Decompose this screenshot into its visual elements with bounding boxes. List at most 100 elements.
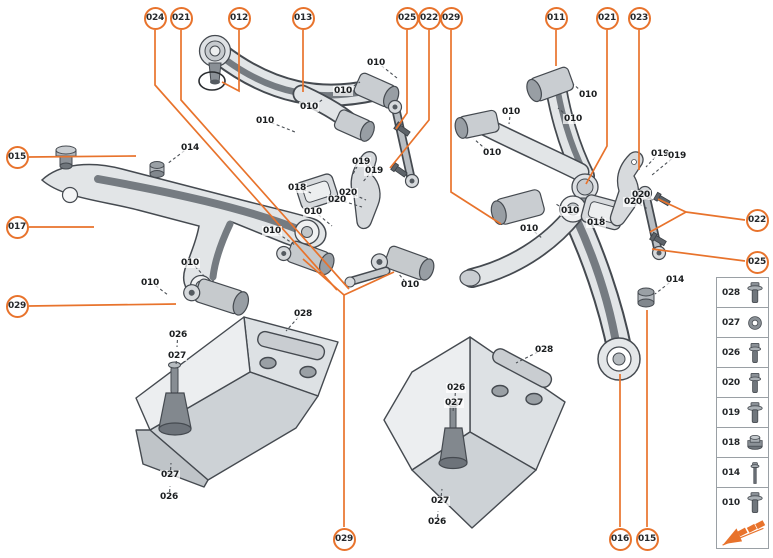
part-label: 026 <box>446 383 466 393</box>
callout-013[interactable]: 013 <box>291 6 315 30</box>
washer-icon <box>746 310 764 336</box>
leader-line <box>277 233 296 246</box>
leader-line <box>645 157 656 168</box>
callout-011[interactable]: 011 <box>544 6 568 30</box>
stabilizer-link-left <box>387 99 420 189</box>
part-label: 018 <box>586 218 606 228</box>
callout-015-left[interactable]: 015 <box>5 145 29 169</box>
callout-023[interactable]: 023 <box>627 6 651 30</box>
ball-joint-position-ring <box>198 71 226 91</box>
part-label: 010 <box>400 280 420 290</box>
part-label: 010 <box>303 207 323 217</box>
leader-line <box>395 30 408 130</box>
callout-029-left[interactable]: 029 <box>5 294 29 318</box>
callout-017[interactable]: 017 <box>5 215 29 239</box>
lower-arm-right <box>459 189 641 381</box>
callout-015-bottom[interactable]: 015 <box>635 527 659 551</box>
legend-row-026[interactable]: 026 <box>717 338 768 368</box>
callout-022-top[interactable]: 022 <box>417 6 441 30</box>
legend-row-018[interactable]: 018 <box>717 428 768 458</box>
part-label: 027 <box>160 470 180 480</box>
callout-025-top[interactable]: 025 <box>395 6 419 30</box>
leader-line <box>389 30 430 169</box>
leader-line <box>351 165 358 177</box>
part-label: 020 <box>623 197 643 207</box>
callout-024[interactable]: 024 <box>143 6 167 30</box>
leader-line <box>194 266 206 278</box>
legend-row-019[interactable]: 019 <box>717 398 768 428</box>
part-label: 010 <box>519 224 539 234</box>
link-arm-small <box>344 266 391 288</box>
part-label: 020 <box>327 195 347 205</box>
part-label: 010 <box>180 258 200 268</box>
leader-line <box>180 30 350 290</box>
callout-012[interactable]: 012 <box>227 6 251 30</box>
legend-part-number: 010 <box>722 498 740 508</box>
part-label: 020 <box>338 188 358 198</box>
bolt-icon <box>746 370 764 396</box>
legend-part-number: 026 <box>722 347 740 358</box>
leader-line <box>221 30 240 93</box>
legend-row-010[interactable]: 010 <box>717 488 768 518</box>
callout-016[interactable]: 016 <box>608 527 632 551</box>
part-label: 020 <box>631 190 651 200</box>
leader-line <box>271 122 296 133</box>
legend-row-020[interactable]: 020 <box>717 368 768 398</box>
part-label: 018 <box>287 183 307 193</box>
bushing-lower-right-front <box>490 189 545 226</box>
part-label: 010 <box>366 58 386 68</box>
bushing-upper-left-front <box>333 109 375 142</box>
leader-line <box>302 258 345 527</box>
catalog-logo <box>717 518 768 548</box>
part-label: 019 <box>650 149 670 159</box>
part-label: 010 <box>262 226 282 236</box>
bushing-lower-left-front <box>183 278 250 316</box>
flange-bolt-icon <box>746 400 764 426</box>
leader-line <box>343 271 395 296</box>
callout-021-right[interactable]: 021 <box>595 6 619 30</box>
part-label: 010 <box>299 102 319 112</box>
callout-029-bottom[interactable]: 029 <box>332 527 356 551</box>
part-label: 010 <box>563 114 583 124</box>
leader-line <box>154 30 338 291</box>
bushing-upper-right-rear <box>526 66 575 103</box>
leader-line <box>515 351 538 364</box>
part-label: 027 <box>444 398 464 408</box>
part-label: 010 <box>501 107 521 117</box>
part-label: 019 <box>364 166 384 176</box>
leader-line <box>28 155 137 158</box>
part-label: 010 <box>255 116 275 126</box>
bump-stop-left <box>158 361 192 436</box>
part-label: 014 <box>665 275 685 285</box>
callout-029-top[interactable]: 029 <box>439 6 463 30</box>
bushing-upper-right-front <box>454 109 500 139</box>
part-label: 010 <box>140 278 160 288</box>
leader-line <box>657 198 746 221</box>
part-label: 026 <box>159 492 179 502</box>
long-bolt-icon <box>746 460 764 486</box>
leader-line <box>585 30 608 185</box>
bracket-right <box>609 151 644 227</box>
part-label: 027 <box>167 351 187 361</box>
legend-row-027[interactable]: 027 <box>717 308 768 338</box>
part-label: 014 <box>180 143 200 153</box>
leader-line <box>166 150 185 165</box>
legend-row-014[interactable]: 014 <box>717 458 768 488</box>
leader-line <box>508 116 511 125</box>
flange-bolt-icon <box>746 490 764 516</box>
callout-025-right[interactable]: 025 <box>745 250 769 274</box>
bushing-small-right <box>637 287 655 308</box>
legend-part-number: 018 <box>722 437 740 448</box>
flange-bolt-icon <box>746 280 764 306</box>
callout-021-left[interactable]: 021 <box>169 6 193 30</box>
legend-part-number: 028 <box>722 287 740 298</box>
callout-022-right[interactable]: 022 <box>745 208 769 232</box>
legend-row-028[interactable]: 028 <box>717 278 768 308</box>
part-label: 010 <box>482 148 502 158</box>
bushing-center <box>370 245 435 281</box>
part-label: 026 <box>427 517 447 527</box>
part-label: 010 <box>333 86 353 96</box>
leader-line <box>28 303 177 307</box>
